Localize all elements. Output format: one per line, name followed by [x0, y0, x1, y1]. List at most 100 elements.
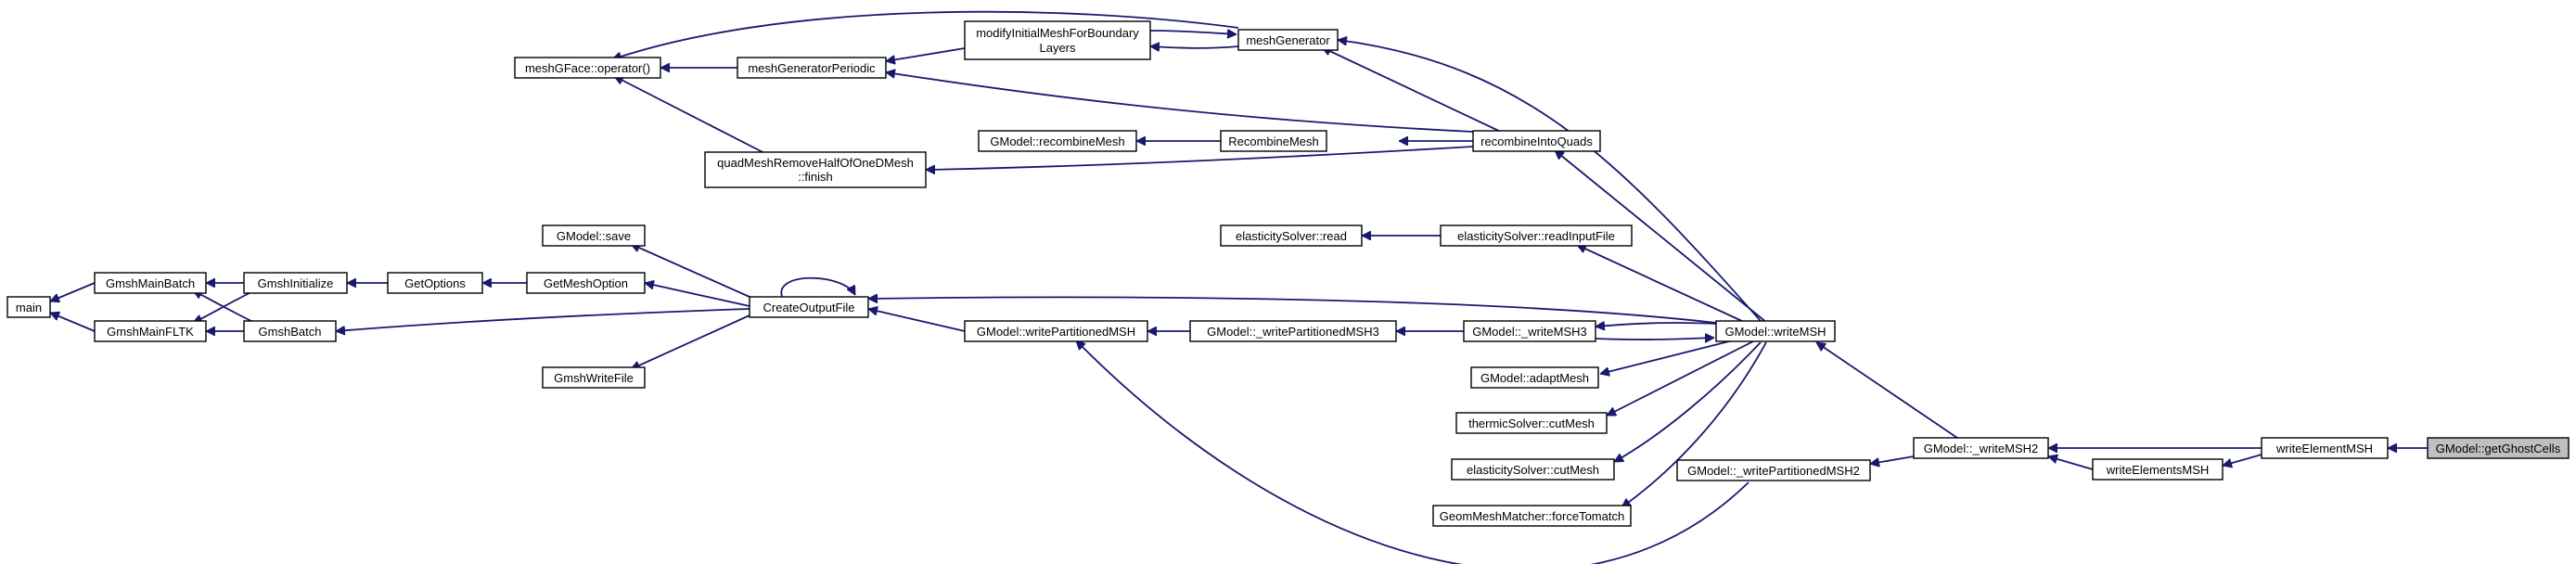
node-modify-initial-mesh-label-line1: modifyInitialMeshForBoundary	[976, 26, 1139, 40]
edge-meshgenerator-to-meshgface	[612, 10, 1239, 59]
node-quad-mesh-remove-half-label-line2: ::finish	[798, 170, 833, 184]
node-recombine-mesh-label: RecombineMesh	[1228, 135, 1319, 148]
node-gmodel-save[interactable]: GModel::save	[542, 224, 646, 247]
edge-modifyinitialmesh-to-meshgeneratorperiodic	[886, 47, 966, 61]
node-write-msh-label: GModel::writeMSH	[1724, 325, 1826, 339]
node-get-options-label: GetOptions	[404, 276, 466, 290]
edge-recombineintoquads-to-quadmesh	[926, 146, 1474, 170]
node-get-ghost-cells[interactable]: GModel::getGhostCells	[2427, 437, 2570, 459]
node-elasticity-read[interactable]: elasticitySolver::read	[1220, 224, 1363, 247]
node-gmsh-main-fltk[interactable]: GmshMainFLTK	[94, 320, 207, 342]
edge-writemsh-to-thermiccutmesh	[1607, 340, 1754, 417]
edge-gmshmainfltk-to-main	[50, 313, 96, 332]
node-write-element-msh-label: writeElementMSH	[2275, 442, 2373, 455]
edge-writeelementmsh-to-writeelementsmsh	[2223, 454, 2262, 466]
edges	[50, 10, 2428, 564]
node-gmodel-recombine-mesh-label: GModel::recombineMesh	[990, 135, 1124, 148]
node-adapt-mesh[interactable]: GModel::adaptMesh	[1470, 366, 1599, 389]
node-adapt-mesh-label: GModel::adaptMesh	[1480, 371, 1589, 385]
node-main[interactable]: main	[6, 296, 51, 318]
node-mesh-gface-operator-label: meshGFace::operator()	[525, 61, 650, 75]
edge-recombineintoquads-to-meshgenerator	[1322, 46, 1504, 134]
edge-writepartitionedmsh2-to-writepartitionedmsh	[1076, 340, 1749, 564]
edge-meshgenerator-to-modifyinitialmesh	[1150, 46, 1239, 48]
edge-createoutputfile-to-gmshbatch	[336, 308, 750, 331]
node-force-tomatch-label: GeomMeshMatcher::forceTomatch	[1440, 509, 1624, 523]
edge-writemsh-to-forcetomatch	[1621, 341, 1767, 508]
node-recombine-mesh[interactable]: RecombineMesh	[1220, 130, 1327, 152]
edge-writemsh-to-createoutputfile	[868, 297, 1717, 324]
node-elasticity-read-input-file-label: elasticitySolver::readInputFile	[1457, 229, 1615, 243]
node-write-elements-msh[interactable]: writeElementsMSH	[2092, 458, 2224, 481]
node-recombine-into-quads[interactable]: recombineIntoQuads	[1472, 130, 1601, 152]
edge-writemsh-to-recombineintoquads	[1555, 150, 1768, 324]
node-gmodel-recombine-mesh[interactable]: GModel::recombineMesh	[978, 130, 1137, 152]
node-write-msh[interactable]: GModel::writeMSH	[1715, 320, 1836, 342]
node-mesh-generator[interactable]: meshGenerator	[1237, 29, 1339, 51]
node-thermic-cut-mesh[interactable]: thermicSolver::cutMesh	[1455, 412, 1608, 434]
edge-createoutputfile-self-loop	[780, 276, 856, 300]
node-get-mesh-option[interactable]: GetMeshOption	[526, 272, 646, 294]
node-write-partitioned-msh3[interactable]: GModel::_writePartitionedMSH3	[1189, 320, 1397, 342]
node-write-partitioned-msh[interactable]: GModel::writePartitionedMSH	[964, 320, 1148, 342]
edge-writeelementsmsh-to-writemsh2	[2048, 456, 2094, 470]
node-modify-initial-mesh-label-line2: Layers	[1039, 41, 1076, 55]
node-elasticity-cut-mesh[interactable]: elasticitySolver::cutMesh	[1451, 458, 1615, 481]
edge-writemsh2-to-writemsh	[1816, 341, 1958, 439]
edge-writemsh3-to-writemsh	[1595, 338, 1714, 340]
edge-writemsh-to-elasticitycutmesh	[1614, 341, 1762, 463]
edge-createoutputfile-to-getmeshoption	[645, 283, 750, 307]
node-gmsh-initialize-label: GmshInitialize	[258, 276, 334, 290]
node-gmsh-main-batch-label: GmshMainBatch	[106, 276, 195, 290]
node-write-msh3[interactable]: GModel::_writeMSH3	[1463, 320, 1596, 342]
node-quad-mesh-remove-half[interactable]: quadMeshRemoveHalfOfOneDMesh ::finish	[704, 151, 927, 188]
node-gmsh-write-file[interactable]: GmshWriteFile	[542, 366, 646, 389]
edge-quadmesh-to-meshgface	[614, 75, 771, 157]
node-write-element-msh[interactable]: writeElementMSH	[2261, 437, 2389, 459]
edge-writemsh-to-meshgenerator	[1338, 40, 1762, 322]
node-gmsh-initialize[interactable]: GmshInitialize	[243, 272, 348, 294]
node-elasticity-read-label: elasticitySolver::read	[1236, 229, 1347, 243]
edge-gmshmainbatch-to-main	[50, 282, 96, 301]
node-mesh-gface-operator[interactable]: meshGFace::operator()	[514, 57, 661, 79]
node-get-ghost-cells-label: GModel::getGhostCells	[2436, 442, 2561, 455]
node-quad-mesh-remove-half-label-line1: quadMeshRemoveHalfOfOneDMesh	[717, 156, 914, 170]
edge-recombineintoquads-to-meshgeneratorperiodic	[886, 72, 1474, 133]
nodes: main GmshMainBatch GmshMainFLTK GmshInit…	[6, 20, 2570, 527]
node-elasticity-read-input-file[interactable]: elasticitySolver::readInputFile	[1440, 224, 1633, 247]
node-gmsh-main-batch[interactable]: GmshMainBatch	[94, 272, 207, 294]
node-write-msh2-label: GModel::_writeMSH2	[1924, 442, 2039, 455]
edge-modifyinitialmesh-to-meshgenerator	[1149, 31, 1237, 34]
edge-writepartitionedmsh-to-createoutputfile	[868, 309, 966, 332]
node-force-tomatch[interactable]: GeomMeshMatcher::forceTomatch	[1432, 505, 1632, 527]
node-gmsh-batch[interactable]: GmshBatch	[243, 320, 337, 342]
node-mesh-generator-label: meshGenerator	[1246, 33, 1330, 47]
node-write-partitioned-msh3-label: GModel::_writePartitionedMSH3	[1207, 325, 1379, 339]
node-thermic-cut-mesh-label: thermicSolver::cutMesh	[1468, 417, 1595, 430]
node-write-partitioned-msh2-label: GModel::_writePartitionedMSH2	[1687, 464, 1860, 478]
node-create-output-file[interactable]: CreateOutputFile	[749, 296, 869, 318]
node-write-elements-msh-label: writeElementsMSH	[2106, 463, 2210, 477]
edge-writemsh-to-writemsh3	[1596, 323, 1717, 327]
node-mesh-generator-periodic-label: meshGeneratorPeriodic	[748, 61, 876, 75]
node-write-msh2[interactable]: GModel::_writeMSH2	[1913, 437, 2049, 459]
node-create-output-file-label: CreateOutputFile	[763, 301, 855, 314]
edge-writemsh-to-elasticityreadinput	[1577, 245, 1745, 323]
node-recombine-into-quads-label: recombineIntoQuads	[1480, 135, 1593, 148]
edge-writemsh-to-adaptmesh	[1600, 340, 1734, 374]
node-get-mesh-option-label: GetMeshOption	[544, 276, 628, 290]
node-gmsh-batch-label: GmshBatch	[259, 325, 322, 339]
node-gmodel-save-label: GModel::save	[557, 229, 631, 243]
node-gmsh-main-fltk-label: GmshMainFLTK	[107, 325, 194, 339]
node-mesh-generator-periodic[interactable]: meshGeneratorPeriodic	[737, 57, 887, 79]
node-write-partitioned-msh2[interactable]: GModel::_writePartitionedMSH2	[1676, 459, 1871, 481]
node-modify-initial-mesh[interactable]: modifyInitialMeshForBoundary Layers	[964, 20, 1151, 60]
node-write-msh3-label: GModel::_writeMSH3	[1472, 325, 1587, 339]
node-main-label: main	[16, 301, 42, 314]
node-get-options[interactable]: GetOptions	[387, 272, 483, 294]
node-gmsh-write-file-label: GmshWriteFile	[554, 371, 634, 385]
edge-writemsh2-to-writepartitionedmsh2	[1870, 455, 1915, 464]
edge-createoutputfile-to-gmodelsave	[631, 244, 750, 298]
node-elasticity-cut-mesh-label: elasticitySolver::cutMesh	[1467, 463, 1599, 477]
